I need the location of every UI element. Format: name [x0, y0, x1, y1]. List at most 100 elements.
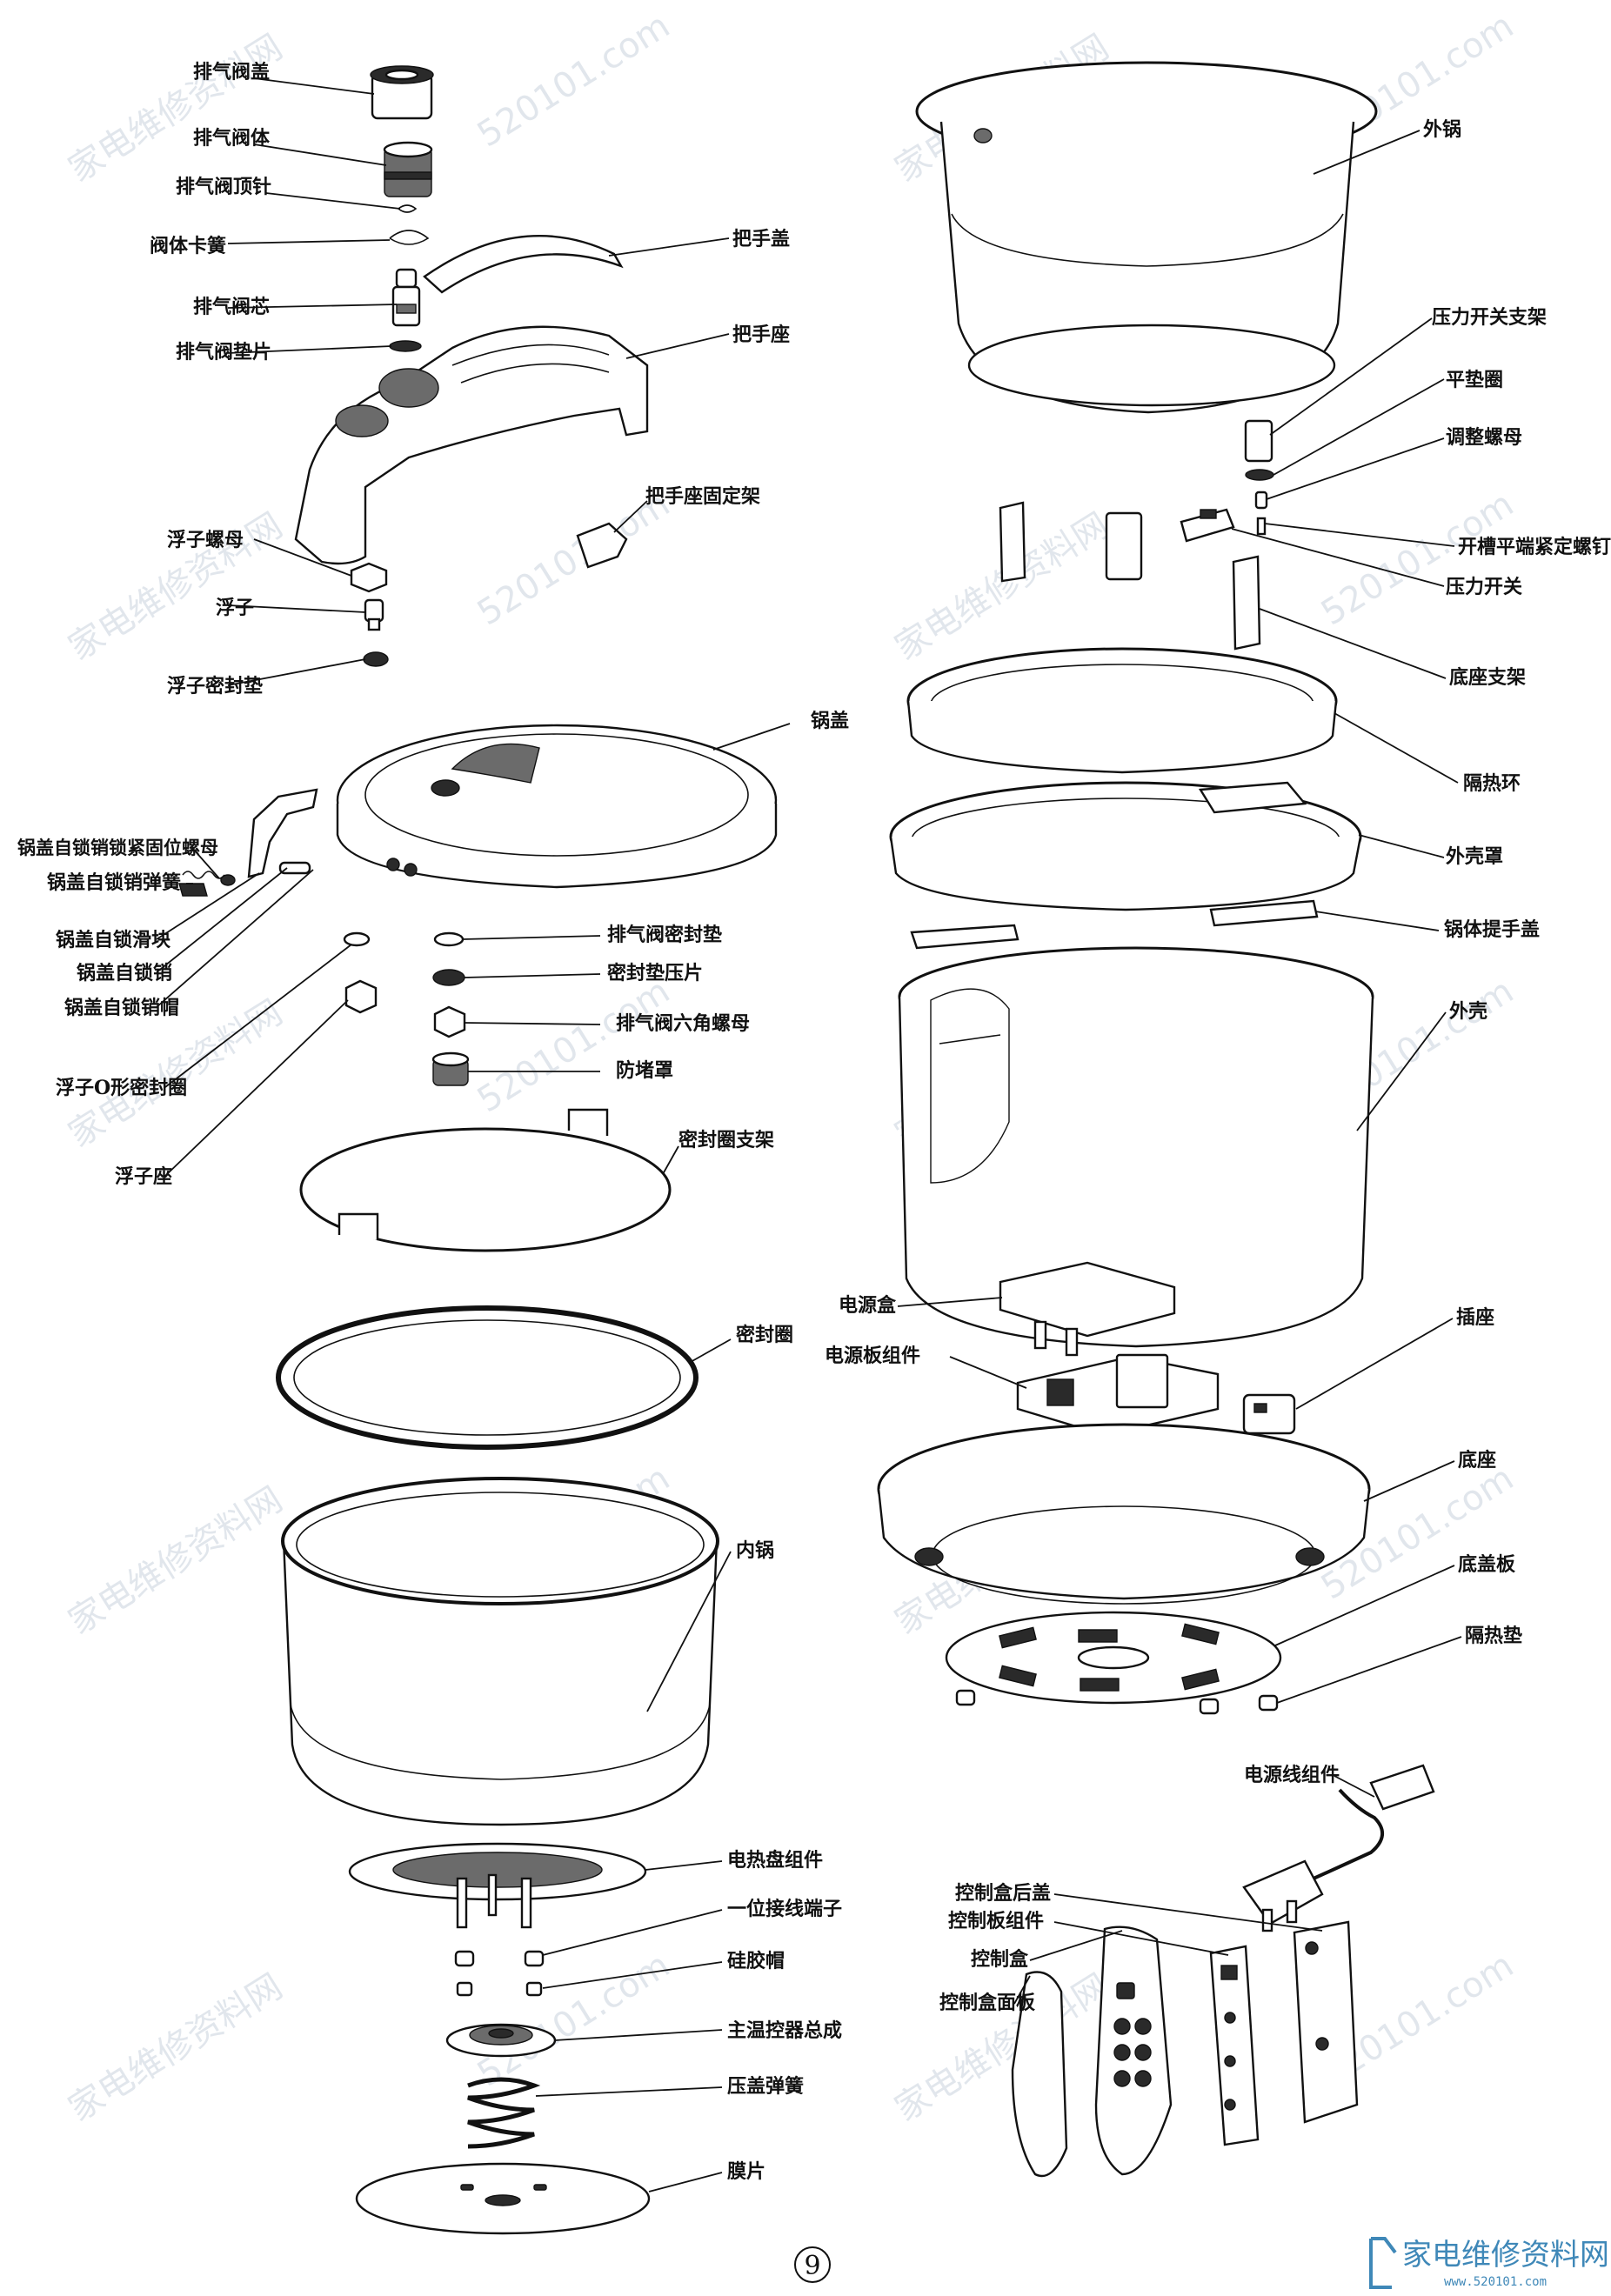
- exhaust-valve-body-part: [383, 141, 433, 197]
- self-lock-assembly-part: [178, 788, 318, 897]
- outer-pot-part: [915, 61, 1378, 414]
- label-exhaust-valve-pin: 排气阀顶针: [176, 176, 271, 198]
- label-main-thermostat: 主温控器总成: [727, 2019, 842, 2042]
- bottom-cover-plate-part: [945, 1611, 1282, 1705]
- label-exhaust-valve-gasket: 排气阀垫片: [176, 341, 271, 364]
- page-number: 9: [794, 2246, 831, 2283]
- insulation-pad-part: [1199, 1698, 1220, 1715]
- outer-shell-cover-part: [889, 781, 1362, 911]
- main-thermostat-part: [445, 2023, 557, 2058]
- label-float-seal-gasket: 浮子密封垫: [167, 675, 263, 697]
- power-board-part: [1016, 1353, 1220, 1437]
- page-number-text: 9: [804, 2251, 820, 2281]
- label-control-board: 控制板组件: [948, 1910, 1044, 1932]
- label-bottom-cover-plate: 底盖板: [1458, 1553, 1516, 1576]
- labels: 排气阀盖 排气阀体 排气阀顶针 阀体卡簧 排气阀芯 排气阀垫片 把手盖 把手座 …: [17, 61, 1611, 2183]
- seal-press-plate-part: [432, 969, 465, 986]
- label-float-nut: 浮子螺母: [167, 529, 244, 551]
- label-insulation-pad: 隔热垫: [1465, 1625, 1522, 1647]
- float-o-ring-part: [343, 931, 371, 947]
- label-pressure-switch: 压力开关: [1446, 576, 1522, 598]
- label-self-lock-pin: 锅盖自锁销: [77, 962, 172, 984]
- label-outer-shell: 外壳: [1449, 1000, 1487, 1023]
- label-exhaust-valve-core: 排气阀芯: [193, 296, 270, 318]
- label-diaphragm: 膜片: [727, 2160, 765, 2183]
- label-self-lock-slider: 锅盖自锁滑块: [56, 929, 171, 951]
- label-silicone-cap: 硅胶帽: [727, 1950, 785, 1972]
- pot-handle-cover-part: [1209, 899, 1319, 927]
- base-part: [877, 1423, 1371, 1605]
- silicone-cap-part: [456, 1981, 473, 1997]
- valve-core-part: [391, 268, 421, 327]
- folder-bracket-icon: [1369, 2237, 1397, 2289]
- site-logo: 家电维修资料网 www.520101.com: [1369, 2237, 1609, 2289]
- label-control-panel: 控制盒面板: [939, 1992, 1036, 2014]
- hex-nut-part: [433, 1005, 466, 1038]
- seal-ring-bracket-part: [299, 1108, 672, 1252]
- label-exhaust-hex-nut: 排气阀六角螺母: [616, 1012, 750, 1035]
- inner-pot-part: [281, 1477, 719, 1826]
- terminal-part: [524, 1950, 545, 1967]
- leader-lines: [156, 77, 1462, 2193]
- label-anti-block-cap: 防堵罩: [616, 1059, 673, 1082]
- insulation-pad-part: [1258, 1694, 1279, 1712]
- right-parts: [877, 61, 1435, 2178]
- label-self-lock-pin-nut: 锅盖自锁销锁紧固位螺母: [17, 837, 218, 858]
- heat-insulation-ring-part: [906, 647, 1338, 774]
- outer-shell-part: [898, 946, 1374, 1348]
- float-part: [364, 598, 384, 631]
- float-seat-part: [344, 979, 378, 1014]
- label-pot-lid: 锅盖: [811, 710, 849, 732]
- float-gasket-part: [363, 651, 389, 667]
- insulation-pad-part: [955, 1689, 976, 1706]
- label-terminal: 一位接线端子: [727, 1898, 842, 1920]
- label-pressure-switch-bracket: 压力开关支架: [1432, 306, 1547, 329]
- label-power-board: 电源板组件: [825, 1345, 920, 1367]
- label-exhaust-valve-body: 排气阀体: [193, 127, 271, 150]
- flat-washer-part: [1245, 469, 1274, 481]
- label-pot-handle-cover: 锅体提手盖: [1444, 918, 1540, 941]
- control-panel-part: [1011, 1971, 1068, 2178]
- logo-url: www.520101.com: [1444, 2275, 1547, 2289]
- label-set-screw: 开槽平端紧定螺钉: [1458, 536, 1611, 558]
- label-seal-press-plate: 密封垫压片: [607, 962, 703, 984]
- label-base-bracket: 底座支架: [1449, 666, 1526, 689]
- label-power-box: 电源盒: [839, 1294, 897, 1317]
- float-nut-part: [350, 562, 388, 593]
- set-screw-part: [1256, 517, 1267, 536]
- adjust-nut-part: [1254, 491, 1268, 510]
- label-outer-pot: 外锅: [1423, 118, 1461, 141]
- control-box-part: [1094, 1926, 1173, 2176]
- label-pressure-spring: 压盖弹簧: [727, 2075, 804, 2098]
- valve-clip-part: [389, 230, 430, 245]
- label-exhaust-seal-gasket: 排气阀密封垫: [607, 924, 722, 946]
- valve-gasket-part: [389, 340, 422, 352]
- label-adjust-nut: 调整螺母: [1446, 426, 1522, 449]
- label-seal-ring: 密封圈: [736, 1324, 793, 1346]
- label-heating-plate: 电热盘组件: [727, 1849, 823, 1872]
- pressure-spring-part: [467, 2077, 541, 2149]
- control-board-part: [1209, 1945, 1260, 2146]
- seal-ring-part: [276, 1305, 699, 1450]
- pot-handle-cover-part: [910, 924, 1019, 950]
- heating-plate-part: [348, 1842, 647, 1929]
- label-socket: 插座: [1456, 1306, 1494, 1329]
- label-flat-washer: 平垫圈: [1446, 369, 1503, 391]
- label-self-lock-pin-cap: 锅盖自锁销帽: [64, 997, 179, 1019]
- control-box-back-cover-part: [1293, 1920, 1359, 2124]
- power-box-part: [999, 1261, 1176, 1357]
- watermark-text: 家电维修资料网: [62, 27, 290, 190]
- pressure-switch-part: [1180, 508, 1235, 543]
- label-handle-cover: 把手盖: [732, 228, 790, 250]
- diaphragm-part: [355, 2162, 651, 2235]
- silicone-cap-part: [525, 1981, 543, 1997]
- label-heat-ring: 隔热环: [1463, 772, 1521, 795]
- pressure-switch-bracket-part: [1244, 419, 1273, 463]
- label-outer-shell-cover: 外壳罩: [1446, 845, 1503, 868]
- anti-block-cap-part: [431, 1051, 470, 1086]
- label-handle-seat: 把手座: [732, 324, 790, 346]
- label-control-box-back-cover: 控制盒后盖: [955, 1882, 1051, 1905]
- handle-bracket-part: [576, 522, 628, 569]
- watermark-url: 520101.com: [471, 971, 677, 1121]
